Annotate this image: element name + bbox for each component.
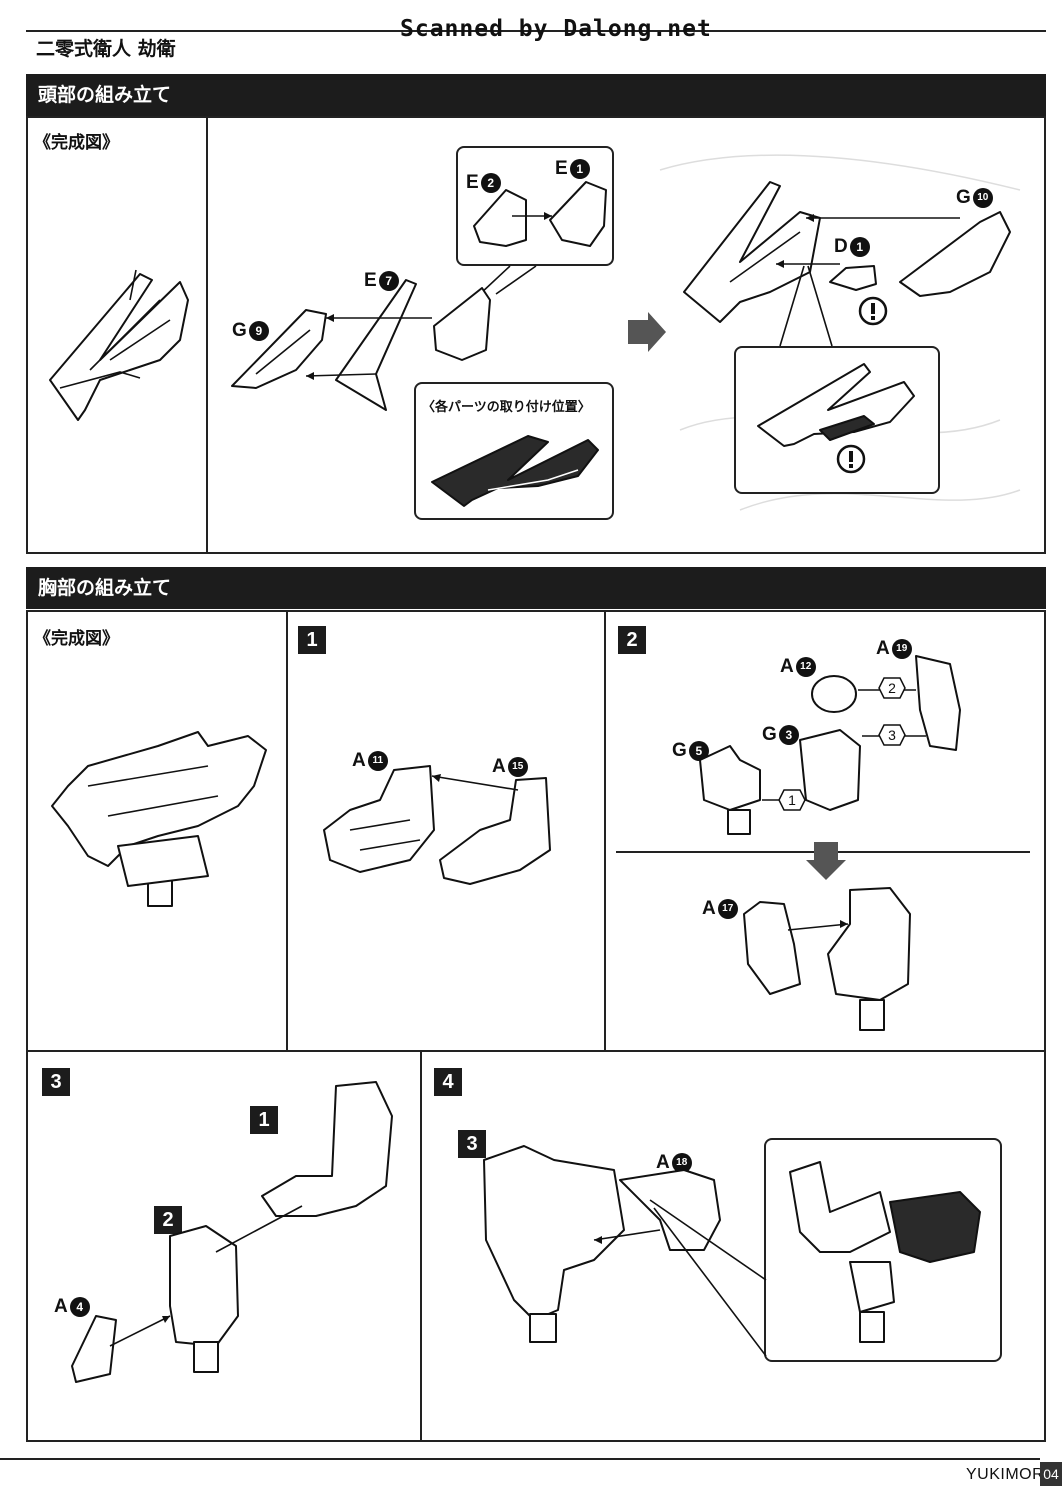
head-parts-exploded bbox=[231, 279, 491, 411]
step-number-4: 4 bbox=[434, 1068, 462, 1096]
step4-ref-3: 3 bbox=[458, 1130, 486, 1158]
step3-ref-1: 1 bbox=[250, 1106, 278, 1134]
chest-complete-label: 《完成図》 bbox=[34, 629, 119, 649]
mount-position-figure bbox=[431, 435, 599, 507]
chest-complete-figure bbox=[51, 731, 267, 907]
step4-callout-leader bbox=[649, 1199, 767, 1357]
footer-brand: YUKIMORI bbox=[966, 1466, 1050, 1483]
step3-figure bbox=[71, 1081, 393, 1383]
step2-bottom-figure bbox=[743, 887, 911, 1031]
head-detail-figure bbox=[757, 363, 915, 447]
section-bar-head: 頭部の組み立て bbox=[26, 74, 1046, 116]
order-badge-3: 3 bbox=[878, 724, 906, 746]
order-badge-2: 2 bbox=[878, 677, 906, 699]
step2-down-arrow bbox=[806, 842, 846, 880]
section-bar-chest: 胸部の組み立て bbox=[26, 567, 1046, 609]
step4-detail-figure bbox=[789, 1161, 981, 1343]
step-number-2: 2 bbox=[618, 626, 646, 654]
callout-leader bbox=[479, 265, 537, 295]
order-text-1: 1 bbox=[788, 792, 796, 808]
step-number-1: 1 bbox=[298, 626, 326, 654]
page-title: 二零式衛人 劫衛 bbox=[36, 38, 176, 60]
page-number: 04 bbox=[1040, 1462, 1062, 1486]
head-complete-figure bbox=[49, 269, 189, 421]
caution-icon-2 bbox=[836, 444, 866, 474]
caution-icon bbox=[858, 296, 888, 326]
watermark: Scanned by Dalong.net bbox=[400, 16, 712, 42]
order-badge-1: 1 bbox=[778, 789, 806, 811]
step-number-3: 3 bbox=[42, 1068, 70, 1096]
head-assembly-stage2 bbox=[683, 181, 1011, 323]
e1-e2-parts bbox=[473, 181, 607, 247]
step-arrow-head bbox=[628, 312, 666, 352]
step2-top-figure bbox=[699, 655, 961, 835]
mount-position-label: 〈各パーツの取り付け位置〉 bbox=[422, 400, 591, 415]
page-frame-top bbox=[26, 30, 1046, 32]
step3-ref-2: 2 bbox=[154, 1206, 182, 1234]
order-text-3: 3 bbox=[888, 727, 896, 743]
order-text-2: 2 bbox=[888, 680, 896, 696]
footer-rule bbox=[0, 1458, 1040, 1460]
step1-figure bbox=[323, 765, 551, 885]
callout-leader-2 bbox=[779, 265, 833, 347]
head-complete-label: 《完成図》 bbox=[34, 133, 119, 153]
step4-figure bbox=[483, 1145, 721, 1343]
